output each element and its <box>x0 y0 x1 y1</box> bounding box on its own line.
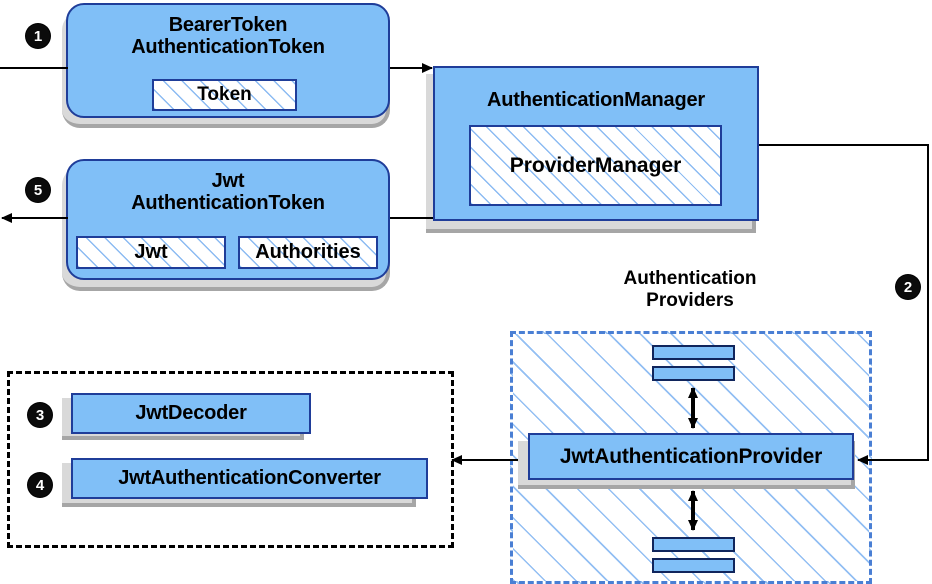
provider-manager-slot-label: ProviderManager <box>509 153 682 177</box>
jwt-token-title: Jwt AuthenticationToken <box>131 170 325 215</box>
provider-stub-bottom-2 <box>652 558 735 573</box>
jwt-authentication-provider-box[interactable]: JwtAuthenticationProvider <box>528 433 854 480</box>
step-marker-4: 4 <box>28 473 52 497</box>
jwt-authentication-provider-label: JwtAuthenticationProvider <box>559 444 823 468</box>
jwt-authentication-converter-box[interactable]: JwtAuthenticationConverter <box>71 458 428 499</box>
jwt-authentication-converter-label: JwtAuthenticationConverter <box>118 467 381 490</box>
jwt-decoder-box[interactable]: JwtDecoder <box>71 393 311 434</box>
step-marker-4-number: 4 <box>35 476 45 494</box>
authentication-providers-label-line2: Providers <box>646 290 734 312</box>
step-marker-5-number: 5 <box>33 181 43 199</box>
provider-stub-top-2 <box>652 366 735 381</box>
step-marker-1-number: 1 <box>33 27 43 45</box>
jwt-decoder-label: JwtDecoder <box>135 402 247 425</box>
authentication-providers-label-line1: Authentication <box>623 268 757 289</box>
bearer-token-slot[interactable]: Token <box>152 79 297 111</box>
bearer-token-slot-label: Token <box>197 84 252 105</box>
step-marker-2: 2 <box>896 275 920 299</box>
step-marker-5: 5 <box>26 178 50 202</box>
jwt-slot-label: Jwt <box>134 241 168 263</box>
bearer-token-title-line1: BearerToken <box>168 14 288 36</box>
step-marker-2-number: 2 <box>903 278 913 296</box>
jwt-token-title-line1: Jwt <box>211 170 245 192</box>
provider-manager-slot[interactable]: ProviderManager <box>469 125 722 206</box>
authorities-slot[interactable]: Authorities <box>238 236 378 269</box>
jwt-token-title-line2: AuthenticationToken <box>131 192 325 215</box>
authentication-providers-label: Authentication Providers <box>560 268 820 313</box>
provider-stub-top-1 <box>652 345 735 360</box>
authentication-manager-title: AuthenticationManager <box>486 89 706 111</box>
bearer-token-title-line2: AuthenticationToken <box>131 36 325 59</box>
authorities-slot-label: Authorities <box>255 241 361 263</box>
step-marker-1: 1 <box>26 24 50 48</box>
jwt-slot[interactable]: Jwt <box>76 236 226 269</box>
bearer-token-title: BearerToken AuthenticationToken <box>131 14 325 59</box>
step-marker-3: 3 <box>28 403 52 427</box>
step-marker-3-number: 3 <box>35 406 45 424</box>
provider-stub-bottom-1 <box>652 537 735 552</box>
